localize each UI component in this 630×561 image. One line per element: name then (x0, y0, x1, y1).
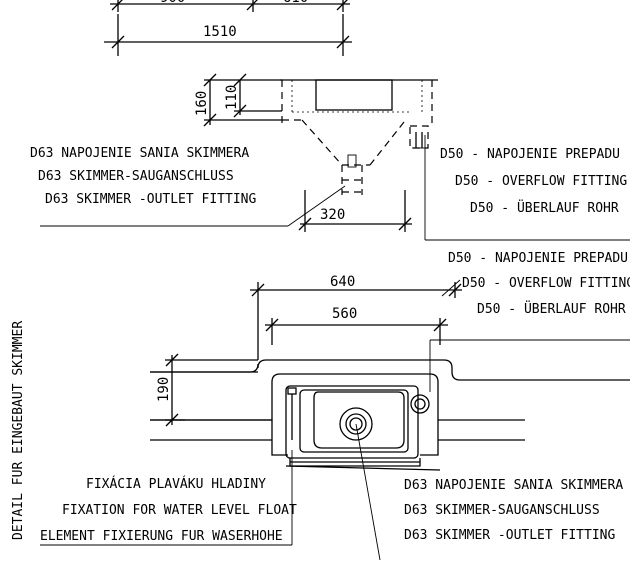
detail-float-line3: ELEMENT FIXIERUNG FUR WASERHOHE (40, 529, 283, 544)
dim-320: 320 (320, 207, 345, 223)
detail-overflow-line1: D50 - NAPOJENIE PREPADU (448, 251, 628, 266)
detail-skimmer-line3: D63 SKIMMER -OUTLET FITTING (404, 528, 615, 543)
section-overflow-label: D50 - NAPOJENIE PREPADU D50 - OVERFLOW F… (440, 147, 627, 216)
dim-560: 560 (332, 306, 357, 322)
section-overflow-line2: D50 - OVERFLOW FITTING (455, 174, 627, 189)
detail-overflow-label: D50 - NAPOJENIE PREPADU D50 - OVERFLOW F… (448, 251, 630, 317)
detail-skimmer-line1: D63 NAPOJENIE SANIA SKIMMERA (404, 478, 623, 493)
section-skimmer-label: D63 NAPOJENIE SANIA SKIMMERA D63 SKIMMER… (30, 146, 256, 207)
dim-610: 610 (283, 0, 308, 6)
dim-1510: 1510 (203, 24, 237, 40)
detail-view: 640 560 (40, 274, 630, 561)
detail-overflow-line2: D50 - OVERFLOW FITTING (462, 276, 630, 291)
detail-skimmer-line2: D63 SKIMMER-SAUGANSCHLUSS (404, 503, 600, 518)
section-overflow-line3: D50 - ÜBERLAUF ROHR (470, 199, 619, 216)
dim-110: 110 (224, 85, 240, 110)
dim-190: 190 (156, 377, 172, 402)
detail-skimmer-label: D63 NAPOJENIE SANIA SKIMMERA D63 SKIMMER… (404, 478, 623, 543)
detail-float-line1: FIXÁCIA PLAVÁKU HLADINY (86, 476, 266, 492)
section-overflow-line1: D50 - NAPOJENIE PREPADU (440, 147, 620, 162)
dim-160: 160 (194, 91, 210, 116)
section-view: 160 110 320 (40, 73, 630, 241)
top-dimension-group: 900 610 1510 (104, 0, 352, 56)
section-skimmer-line1: D63 NAPOJENIE SANIA SKIMMERA (30, 146, 249, 161)
section-skimmer-line2: D63 SKIMMER-SAUGANSCHLUSS (38, 169, 234, 184)
section-skimmer-line3: D63 SKIMMER -OUTLET FITTING (45, 192, 256, 207)
detail-float-line2: FIXATION FOR WATER LEVEL FLOAT (62, 503, 297, 518)
detail-float-label: FIXÁCIA PLAVÁKU HLADINY FIXATION FOR WAT… (40, 476, 297, 544)
side-title: DETAIL FUR EINGEBAUT SKIMMER (11, 321, 26, 540)
dim-640: 640 (330, 274, 355, 290)
detail-overflow-line3: D50 - ÜBERLAUF ROHR (477, 300, 626, 317)
dim-900: 900 (160, 0, 185, 6)
